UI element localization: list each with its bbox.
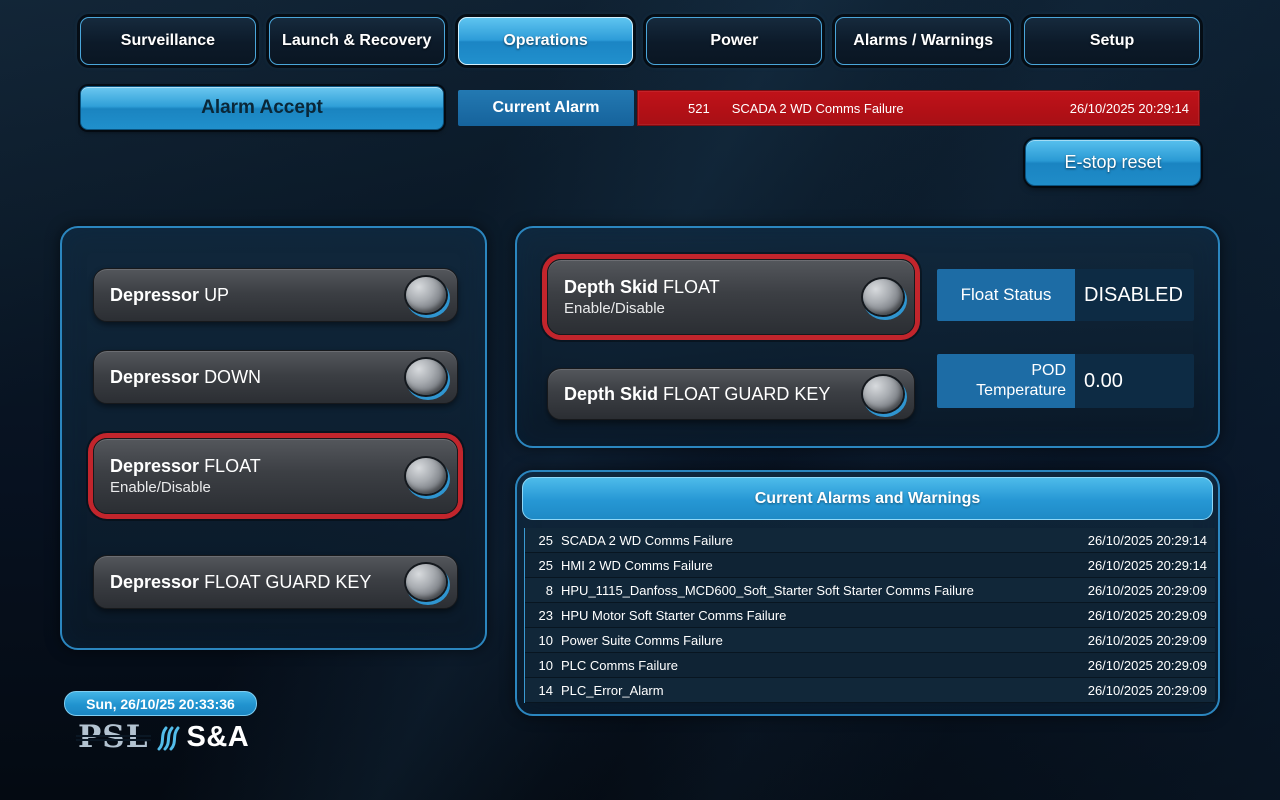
button-label-rest: FLOAT GUARD KEY <box>663 384 830 404</box>
float-status-label: Float Status <box>937 269 1075 321</box>
alarm-count: 10 <box>525 658 553 673</box>
alarm-row[interactable]: 14 PLC_Error_Alarm 26/10/2025 20:29:09 <box>525 678 1215 703</box>
button-label-line2: Enable/Disable <box>564 300 720 317</box>
alarm-count: 23 <box>525 608 553 623</box>
tab-setup[interactable]: Setup <box>1024 17 1200 65</box>
alarm-time: 26/10/2025 20:29:09 <box>1065 683 1215 698</box>
button-label-bold: Depth Skid <box>564 384 658 404</box>
alarm-count: 25 <box>525 558 553 573</box>
pod-temperature-value: 0.00 <box>1075 354 1194 408</box>
float-status-value: DISABLED <box>1075 269 1194 321</box>
pod-temperature-label: POD Temperature <box>937 354 1075 408</box>
current-alarms-panel: Current Alarms and Warnings 25 SCADA 2 W… <box>515 470 1220 716</box>
tab-operations[interactable]: Operations <box>458 17 634 65</box>
button-label-rest: FLOAT GUARD KEY <box>204 572 371 592</box>
button-label-rest: FLOAT <box>204 456 261 476</box>
alarm-time: 26/10/2025 20:29:14 <box>1065 533 1215 548</box>
alarm-text: HMI 2 WD Comms Failure <box>561 558 1065 573</box>
alarm-count: 25 <box>525 533 553 548</box>
alarm-text: PLC_Error_Alarm <box>561 683 1065 698</box>
button-label-bold: Depressor <box>110 285 199 305</box>
alarm-row[interactable]: 23 HPU Motor Soft Starter Comms Failure … <box>525 603 1215 628</box>
button-label-line1: Depth Skid FLOAT GUARD KEY <box>564 384 830 405</box>
alarm-text: SCADA 2 WD Comms Failure <box>561 533 1065 548</box>
alarms-panel-title: Current Alarms and Warnings <box>522 477 1213 520</box>
depth-skid-float-guard-key-button[interactable]: Depth Skid FLOAT GUARD KEY <box>547 368 915 420</box>
button-label-rest: UP <box>204 285 229 305</box>
depressor-float-guard-key-button[interactable]: Depressor FLOAT GUARD KEY <box>93 555 458 609</box>
button-label: Depressor UP <box>110 285 229 306</box>
button-label-line1: Depressor UP <box>110 285 229 306</box>
alarm-row[interactable]: 8 HPU_1115_Danfoss_MCD600_Soft_Starter S… <box>525 578 1215 603</box>
main-nav: Surveillance Launch & Recovery Operation… <box>80 17 1200 65</box>
indicator-led <box>406 359 446 395</box>
indicator-led <box>406 564 446 600</box>
button-label-line1: Depressor DOWN <box>110 367 261 388</box>
estop-reset-button[interactable]: E-stop reset <box>1025 139 1201 186</box>
pod-temperature-label-line1: POD <box>1031 361 1066 381</box>
button-label-line1: Depressor FLOAT <box>110 456 261 477</box>
current-alarm-banner: 521 SCADA 2 WD Comms Failure 26/10/2025 … <box>637 90 1200 126</box>
alarm-row[interactable]: 25 SCADA 2 WD Comms Failure 26/10/2025 2… <box>525 528 1215 553</box>
alarm-row[interactable]: 25 HMI 2 WD Comms Failure 26/10/2025 20:… <box>525 553 1215 578</box>
depressor-up-button[interactable]: Depressor UP <box>93 268 458 322</box>
alarm-time: 26/10/2025 20:29:09 <box>1065 633 1215 648</box>
depressor-down-button[interactable]: Depressor DOWN <box>93 350 458 404</box>
alarm-accept-button[interactable]: Alarm Accept <box>80 86 444 130</box>
tab-launch-recovery[interactable]: Launch & Recovery <box>269 17 445 65</box>
alarms-table: 25 SCADA 2 WD Comms Failure 26/10/2025 2… <box>524 528 1215 703</box>
tab-alarms-warnings[interactable]: Alarms / Warnings <box>835 17 1011 65</box>
sa-wordmark: S&A <box>187 721 250 754</box>
waves-icon <box>155 722 181 752</box>
button-label: Depressor DOWN <box>110 367 261 388</box>
alarm-time: 26/10/2025 20:29:14 <box>1065 558 1215 573</box>
alarm-text: Power Suite Comms Failure <box>561 633 1065 648</box>
datetime-badge: Sun, 26/10/25 20:33:36 <box>64 691 257 716</box>
alarm-text: PLC Comms Failure <box>561 658 1065 673</box>
alarm-row[interactable]: 10 PLC Comms Failure 26/10/2025 20:29:09 <box>525 653 1215 678</box>
alarm-count: 8 <box>525 583 553 598</box>
alarm-timestamp: 26/10/2025 20:29:14 <box>1070 101 1199 116</box>
alarm-time: 26/10/2025 20:29:09 <box>1065 583 1215 598</box>
button-label: Depth Skid FLOAT Enable/Disable <box>564 277 720 317</box>
pod-temperature-readout: POD Temperature 0.00 <box>937 354 1194 408</box>
indicator-led <box>406 277 446 313</box>
indicator-led <box>863 279 903 315</box>
button-label-bold: Depressor <box>110 572 199 592</box>
button-label-bold: Depressor <box>110 456 199 476</box>
alarm-time: 26/10/2025 20:29:09 <box>1065 608 1215 623</box>
button-label-line1: Depth Skid FLOAT <box>564 277 720 298</box>
button-label: Depth Skid FLOAT GUARD KEY <box>564 384 830 405</box>
float-status-readout: Float Status DISABLED <box>937 269 1194 321</box>
psl-sa-logo: PSL S&A <box>78 716 249 758</box>
indicator-led <box>406 458 446 494</box>
indicator-led <box>863 376 903 412</box>
button-label: Depressor FLOAT Enable/Disable <box>110 456 261 496</box>
alarm-text: HPU Motor Soft Starter Comms Failure <box>561 608 1065 623</box>
alarm-id: 521 <box>638 101 710 116</box>
pod-temperature-label-line2: Temperature <box>976 381 1066 401</box>
button-label-rest: DOWN <box>204 367 261 387</box>
alarm-count: 10 <box>525 633 553 648</box>
depth-skid-float-button[interactable]: Depth Skid FLOAT Enable/Disable <box>547 259 915 335</box>
button-label-bold: Depth Skid <box>564 277 658 297</box>
depressor-float-button[interactable]: Depressor FLOAT Enable/Disable <box>93 438 458 514</box>
alarm-message: SCADA 2 WD Comms Failure <box>732 101 904 116</box>
button-label-rest: FLOAT <box>663 277 720 297</box>
current-alarm-label: Current Alarm <box>458 90 634 126</box>
button-label: Depressor FLOAT GUARD KEY <box>110 572 371 593</box>
alarm-text: HPU_1115_Danfoss_MCD600_Soft_Starter Sof… <box>561 583 1065 598</box>
alarm-count: 14 <box>525 683 553 698</box>
button-label-line2: Enable/Disable <box>110 479 261 496</box>
tab-surveillance[interactable]: Surveillance <box>80 17 256 65</box>
button-label-bold: Depressor <box>110 367 199 387</box>
alarm-row[interactable]: 10 Power Suite Comms Failure 26/10/2025 … <box>525 628 1215 653</box>
depth-skid-panel: Depth Skid FLOAT Enable/Disable Depth Sk… <box>515 226 1220 448</box>
depressor-panel: Depressor UP Depressor DOWN Depressor FL… <box>60 226 487 650</box>
alarm-time: 26/10/2025 20:29:09 <box>1065 658 1215 673</box>
button-label-line1: Depressor FLOAT GUARD KEY <box>110 572 371 593</box>
psl-wordmark: PSL <box>78 722 149 753</box>
tab-power[interactable]: Power <box>646 17 822 65</box>
